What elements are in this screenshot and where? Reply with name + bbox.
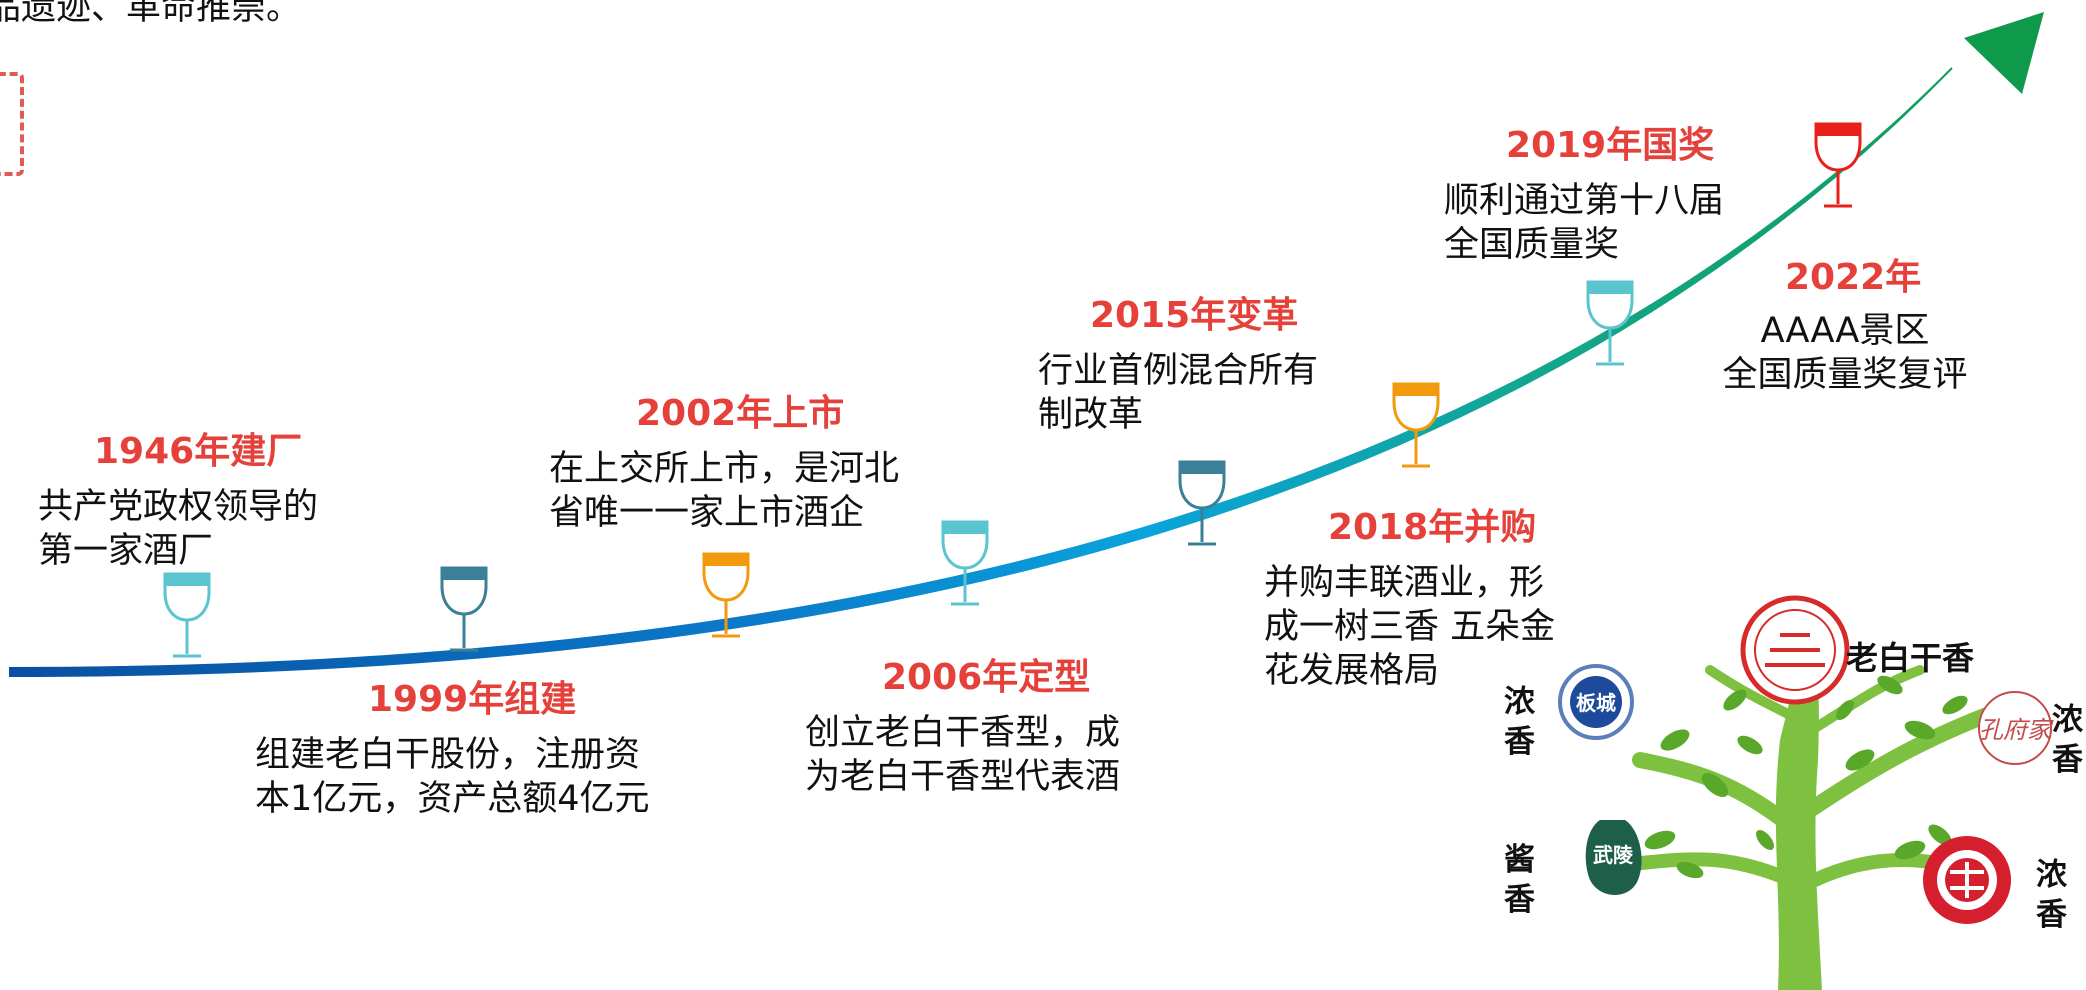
- growth-arrow-head: [1964, 12, 2044, 94]
- wine-glass-icon: [163, 572, 211, 658]
- tree-leaf: [1845, 749, 1875, 771]
- brand-tree-graphic: 板城 武陵 孔府家: [1558, 595, 2054, 990]
- milestone-year-1946: 1946年建厂: [94, 431, 303, 472]
- milestone-year-2002: 2002年上市: [636, 393, 845, 434]
- tree-leaf: [1644, 830, 1676, 850]
- milestone-desc-2019: 顺利通过第十八届 全国质量奖: [1444, 181, 1725, 265]
- tree-leaf: [1928, 824, 1952, 846]
- wine-glass-icon: [1586, 280, 1634, 366]
- brand-label-laobaigan-aroma: 老白干香: [1846, 639, 1975, 677]
- wine-glass-icon: [440, 566, 488, 652]
- wine-glass-icon: [941, 520, 989, 606]
- milestone-year-2019: 2019年国奖: [1506, 125, 1715, 166]
- wine-glass-icon: [702, 552, 750, 638]
- brand-label-right-bottom: 浓香: [2036, 857, 2067, 933]
- tree-leaf: [1660, 729, 1690, 751]
- tree-leaf: [1877, 675, 1903, 695]
- tree-leaf: [1894, 840, 1926, 860]
- milestone-desc-2022: AAAA景区 全国质量奖复评: [1722, 311, 1968, 395]
- tree-leaf: [1836, 700, 1854, 720]
- bancheng-logo: 板城: [1558, 664, 1634, 740]
- milestone-year-2015: 2015年变革: [1090, 295, 1299, 336]
- milestone-desc-1999: 组建老白干股份，注册资 本1亿元，资产总额4亿元: [255, 735, 650, 819]
- tree-branch: [1802, 702, 2008, 818]
- milestone-desc-2002: 在上交所上市，是河北 省唯一一家上市酒企: [549, 449, 900, 533]
- milestone-desc-2015: 行业首例混合所有 制改革: [1038, 351, 1319, 435]
- tree-leaf: [1723, 689, 1747, 711]
- milestone-desc-2006: 创立老白干香型，成 为老白干香型代表酒: [805, 713, 1121, 797]
- tree-leaf: [1737, 735, 1763, 755]
- header-text-fragment: 品遗迹、革命推崇。: [0, 0, 302, 28]
- brand-label-left-top: 浓香: [1504, 684, 1535, 760]
- tree-leaf: [1676, 861, 1704, 879]
- dashed-callout-box: [0, 72, 24, 176]
- brand-label-left-bottom: 酱香: [1504, 842, 1535, 918]
- kongfujia-logo: 孔府家: [1978, 691, 2054, 765]
- tree-branch: [1705, 665, 1805, 725]
- wine-glass-icon: [1814, 122, 1862, 208]
- tree-branch: [1613, 852, 1797, 887]
- svg-text:板城: 板城: [1576, 691, 1616, 715]
- tree-leaf: [1904, 720, 1936, 740]
- tree-trunk: [1775, 650, 1822, 990]
- svg-text:武陵: 武陵: [1593, 843, 1634, 867]
- milestone-year-2006: 2006年定型: [882, 657, 1091, 698]
- brand-label-right-top: 浓香: [2052, 702, 2083, 778]
- wine-glass-icon: [1392, 382, 1440, 468]
- red-seal-logo: [1923, 836, 2011, 924]
- milestone-year-1999: 1999年组建: [368, 679, 577, 720]
- tree-leaf: [1942, 695, 1968, 715]
- milestone-year-2022: 2022年: [1785, 257, 1922, 298]
- tree-branch: [1807, 665, 1925, 735]
- milestone-year-2018: 2018年并购: [1328, 507, 1537, 548]
- svg-text:孔府家: 孔府家: [1979, 716, 2054, 744]
- milestone-desc-2018: 并购丰联酒业，形 成一树三香 五朵金 花发展格局: [1264, 563, 1556, 691]
- wuling-logo: 武陵: [1585, 820, 1642, 895]
- wine-glass-icon: [1178, 460, 1226, 546]
- milestone-desc-1946: 共产党政权领导的 第一家酒厂: [38, 487, 319, 571]
- growth-arrow-shaft: [9, 67, 1953, 678]
- tree-leaf: [1701, 773, 1729, 797]
- tree-leaf: [1756, 830, 1774, 850]
- laobaigan-logo: [1740, 595, 1850, 705]
